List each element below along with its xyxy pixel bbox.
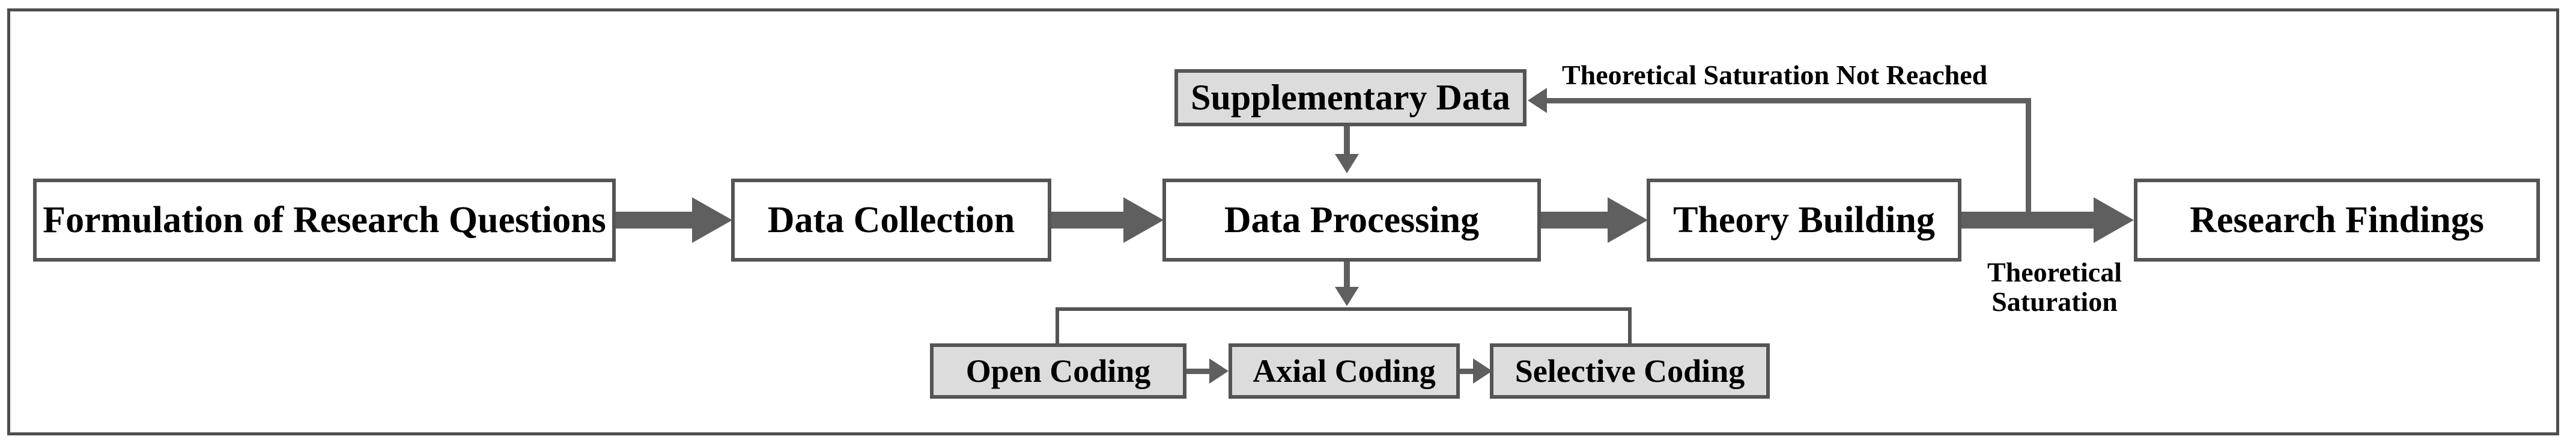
supplementary-data-box: Supplementary Data <box>1174 69 1526 126</box>
coding-box-open-coding: Open Coding <box>930 343 1186 399</box>
down-arrowhead-icon <box>1335 287 1359 306</box>
right-arrowhead-icon <box>1608 197 1648 243</box>
connector-drop-open-coding <box>1056 307 1059 343</box>
flow-box-data-collection: Data Collection <box>731 179 1051 262</box>
feedback-line-horizontal <box>1547 98 2031 103</box>
arrow-formulation-to-collection <box>616 212 692 229</box>
flow-box-theory-building: Theory Building <box>1647 179 1961 262</box>
flow-box-label: Data Processing <box>1224 199 1480 241</box>
coding-connector-line <box>1057 307 1632 311</box>
supplementary-data-label: Supplementary Data <box>1191 78 1510 117</box>
flow-box-research-findings: Research Findings <box>2134 179 2540 262</box>
coding-box-axial-coding: Axial Coding <box>1229 343 1460 399</box>
arrow-open-to-axial <box>1186 369 1209 374</box>
arrow-collection-to-processing <box>1051 212 1123 229</box>
right-arrowhead-icon <box>1473 358 1492 384</box>
flow-box-label: Data Collection <box>767 199 1015 241</box>
flow-box-formulation-of-research-questions: Formulation of Research Questions <box>33 179 616 262</box>
feedback-label: Theoretical Saturation Not Reached <box>1562 60 1988 90</box>
connector-drop-selective-coding <box>1628 307 1632 343</box>
left-arrowhead-icon <box>1528 88 1547 113</box>
flow-box-label: Research Findings <box>2190 199 2484 241</box>
coding-box-label: Open Coding <box>965 353 1151 389</box>
theoretical-saturation-line1: Theoretical <box>1987 257 2122 287</box>
right-arrowhead-icon <box>692 197 732 243</box>
flow-box-label: Theory Building <box>1673 199 1935 241</box>
outer-border <box>7 8 2559 435</box>
flow-box-data-processing: Data Processing <box>1162 179 1541 262</box>
coding-box-label: Selective Coding <box>1514 353 1745 389</box>
coding-box-label: Axial Coding <box>1253 353 1436 389</box>
arrow-processing-to-coding <box>1344 262 1350 287</box>
feedback-line-vertical <box>2026 98 2031 220</box>
flow-box-label: Formulation of Research Questions <box>43 199 606 241</box>
arrow-supplementary-to-processing <box>1344 126 1350 154</box>
arrow-axial-to-selective <box>1460 369 1473 374</box>
down-arrowhead-icon <box>1335 154 1359 173</box>
theoretical-saturation-line2: Saturation <box>1991 286 2118 317</box>
right-arrowhead-icon <box>1209 358 1229 384</box>
right-arrowhead-icon <box>2094 197 2134 243</box>
coding-box-selective-coding: Selective Coding <box>1490 343 1770 399</box>
theoretical-saturation-label: Theoretical Saturation <box>1964 257 2145 316</box>
right-arrowhead-icon <box>1123 197 1164 243</box>
arrow-processing-to-theory <box>1541 212 1608 229</box>
